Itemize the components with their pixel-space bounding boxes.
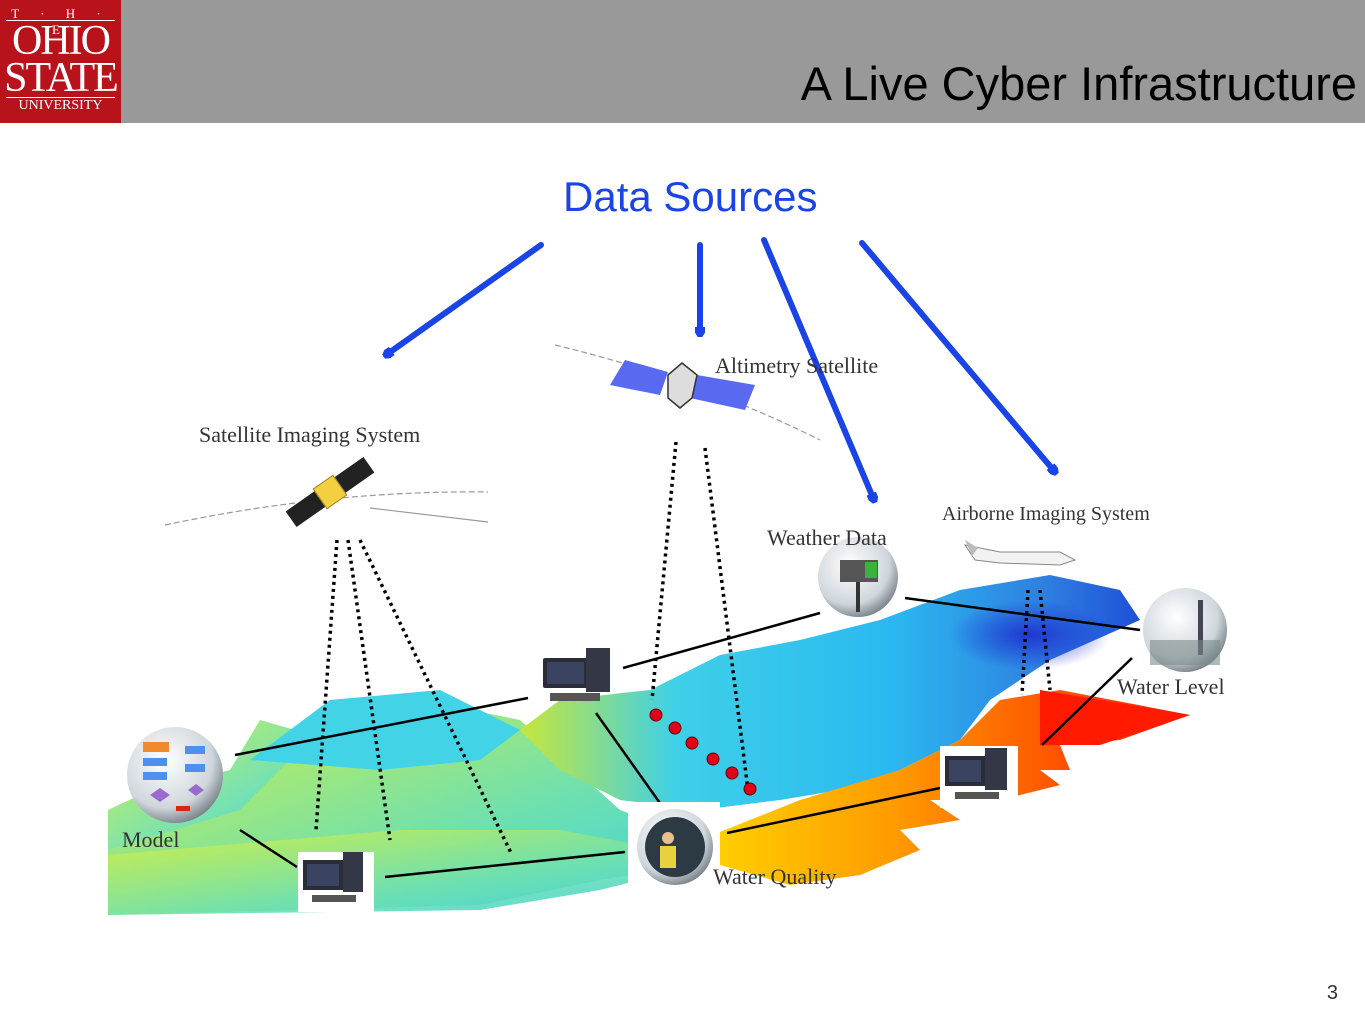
header-bar: T · H · E OHIO STATE UNIVERSITY A Live C… — [0, 0, 1365, 123]
data-source-arrows — [386, 237, 1055, 500]
computer-icon-1 — [488, 578, 610, 701]
sensor-beams — [314, 441, 1052, 856]
airborne-plane-icon — [963, 540, 1077, 566]
page-number: 3 — [1326, 982, 1338, 1004]
arrow-to-satellite-imaging — [386, 242, 544, 355]
label-water-level: Water Level — [1117, 674, 1225, 699]
label-satellite-imaging: Satellite Imaging System — [199, 422, 421, 447]
water-quality-icon — [628, 802, 720, 892]
logo-line-ohio: OHIO — [12, 18, 111, 64]
label-water-quality: Water Quality — [713, 864, 837, 889]
arrow-to-airborne — [859, 240, 1055, 472]
label-weather-data: Weather Data — [767, 525, 887, 550]
sensor-dots — [649, 708, 757, 796]
computer-icon-2 — [298, 852, 374, 912]
water-level-icon — [1143, 588, 1227, 672]
ohio-state-logo: T · H · E OHIO STATE UNIVERSITY — [0, 0, 121, 123]
label-altimetry-satellite: Altimetry Satellite — [715, 353, 879, 378]
label-model: Model — [122, 827, 180, 852]
slide-title: A Live Cyber Infrastructure — [800, 57, 1357, 110]
arrow-to-weather-data — [761, 237, 874, 500]
logo-line-the: T · H · E — [11, 6, 110, 37]
computer-icon-3 — [940, 746, 1018, 808]
logo-line-university: UNIVERSITY — [18, 98, 103, 113]
weather-data-icon — [818, 537, 898, 617]
model-icon — [127, 727, 223, 823]
satellite-imaging-icon — [284, 455, 376, 529]
orbit-line-2 — [369, 507, 489, 523]
label-airborne-imaging: Airborne Imaging System — [942, 503, 1150, 525]
data-sources-heading: Data Sources — [563, 173, 818, 220]
altimetry-satellite-icon — [610, 360, 755, 410]
logo-line-state: STATE — [4, 55, 119, 101]
